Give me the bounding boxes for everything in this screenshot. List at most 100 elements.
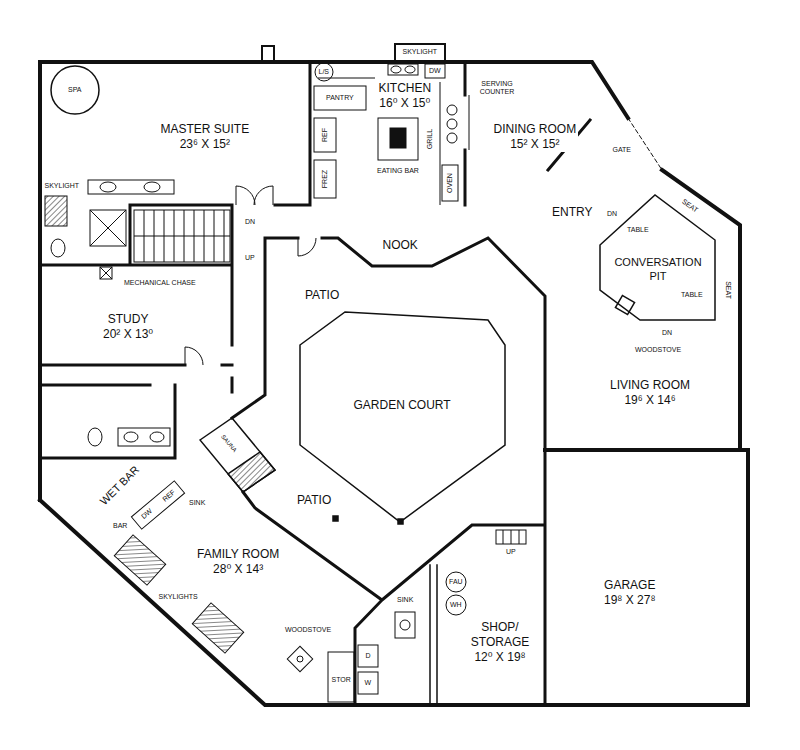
plan-label: WH: [449, 601, 463, 609]
plan-label: DN: [606, 210, 618, 218]
room-label: ENTRY: [550, 205, 594, 220]
plan-label: FAU: [448, 578, 464, 586]
pantry: [314, 86, 366, 110]
plan-label: GRILL: [426, 128, 434, 150]
plan-label: DN: [661, 329, 673, 337]
room-name: NOOK: [381, 238, 420, 253]
plan-label: SINK: [396, 596, 414, 604]
water-heater: [446, 595, 466, 615]
room-name: STUDY: [101, 312, 155, 327]
door-swing: [185, 347, 203, 365]
room-name: DINING ROOM: [492, 122, 579, 137]
doors: [185, 186, 316, 365]
toilet: [88, 428, 102, 446]
chase-cross: [100, 267, 112, 279]
burner: [447, 133, 457, 143]
room-label: FAMILY ROOM28⁰ X 14³: [195, 547, 281, 577]
door-swing: [298, 238, 316, 256]
room-name: WET BAR: [96, 462, 144, 510]
room-dimensions: 28⁰ X 14³: [195, 562, 281, 577]
oven: [442, 165, 458, 201]
room-name: SHOP/ STORAGE: [463, 620, 538, 650]
plan-label: SEAT: [679, 197, 700, 215]
plan-label: UP: [244, 254, 256, 262]
post: [333, 516, 338, 521]
plan-label: SKYLIGHT: [44, 182, 81, 190]
plan-label: BAR: [112, 522, 128, 530]
sauna-heater: [228, 452, 275, 492]
bath-counter: [118, 428, 170, 446]
room-name: MASTER SUITE: [159, 122, 252, 137]
plan-label: SKYLIGHTS: [158, 593, 199, 601]
plan-label: L/S: [318, 68, 331, 76]
plan-label: UP: [505, 548, 517, 556]
plan-label: TABLE: [626, 226, 650, 234]
room-name: KITCHEN: [377, 81, 434, 96]
shower-cross: [90, 210, 126, 246]
skylight: [192, 603, 243, 653]
shop-wall: [430, 565, 437, 705]
room-label: MASTER SUITE23⁶ X 15²: [159, 122, 252, 152]
refrigerator: [314, 118, 336, 152]
skylight: [45, 196, 67, 226]
room-name: SAUNA: [217, 432, 239, 456]
burner: [447, 105, 457, 115]
wet-bar-counter: [131, 481, 184, 529]
plan-label: SINK: [188, 499, 206, 507]
plan-label: PANTRY: [325, 94, 355, 102]
plan-label: WOODSTOVE: [634, 346, 682, 354]
room-label: KITCHEN16⁰ X 15⁰: [377, 81, 434, 111]
room-name: FAMILY ROOM: [195, 547, 281, 562]
plan-label: STOR: [331, 676, 352, 684]
plan-label: GATE: [612, 146, 633, 154]
plan-label: SKYLIGHT: [402, 48, 439, 56]
sink-drain: [400, 620, 410, 630]
stair: [134, 210, 230, 262]
wall-bump: [262, 44, 445, 62]
stair-treads: [134, 210, 230, 262]
basin: [124, 432, 138, 442]
room-dimensions: 19⁸ X 27⁸: [602, 593, 658, 608]
plan-label: OVEN: [446, 172, 454, 194]
steps: [496, 530, 526, 544]
conversation-pit: [600, 195, 715, 320]
room-name: ENTRY: [550, 205, 594, 220]
burner: [447, 119, 457, 129]
plan-label: DW: [428, 67, 442, 75]
room-name: LIVING ROOM: [608, 378, 692, 393]
kitchen-fixtures: [314, 63, 469, 205]
room-label: STUDY20² X 13⁰: [101, 312, 155, 342]
woodstove: [615, 295, 634, 314]
room-label: PATIO: [303, 288, 341, 303]
room-label: NOOK: [381, 238, 420, 253]
storage-closet: [328, 652, 354, 702]
basin: [100, 182, 116, 192]
door-swing: [236, 186, 273, 205]
room-label: SAUNA: [217, 432, 239, 456]
room-dimensions: 15² X 15²: [492, 137, 579, 152]
washer: [358, 672, 378, 694]
counter: [318, 78, 469, 205]
outer-wall: [40, 62, 748, 705]
plan-label: SERVING COUNTER: [474, 80, 520, 96]
furnace: [446, 572, 466, 592]
shower: [90, 210, 126, 246]
sink-bowl: [391, 66, 401, 73]
plan-label: W: [364, 679, 373, 687]
plan-label: MECHANICAL CHASE: [123, 279, 197, 287]
step-lines: [503, 530, 519, 544]
room-name: CONVERSATION PIT: [608, 256, 708, 284]
room-label: WET BAR: [96, 462, 144, 510]
room-label: CONVERSATION PIT: [608, 256, 708, 284]
sauna: [200, 418, 275, 492]
dryer: [358, 645, 378, 667]
plan-label: DN: [244, 218, 256, 226]
room-label: GARDEN COURT: [352, 398, 453, 413]
grill: [390, 128, 406, 148]
plan-label: TABLE: [680, 291, 704, 299]
room-label: GARAGE19⁸ X 27⁸: [602, 578, 658, 608]
basin: [150, 432, 164, 442]
plan-label: WOODSTOVE: [284, 626, 332, 634]
island: [378, 118, 418, 160]
